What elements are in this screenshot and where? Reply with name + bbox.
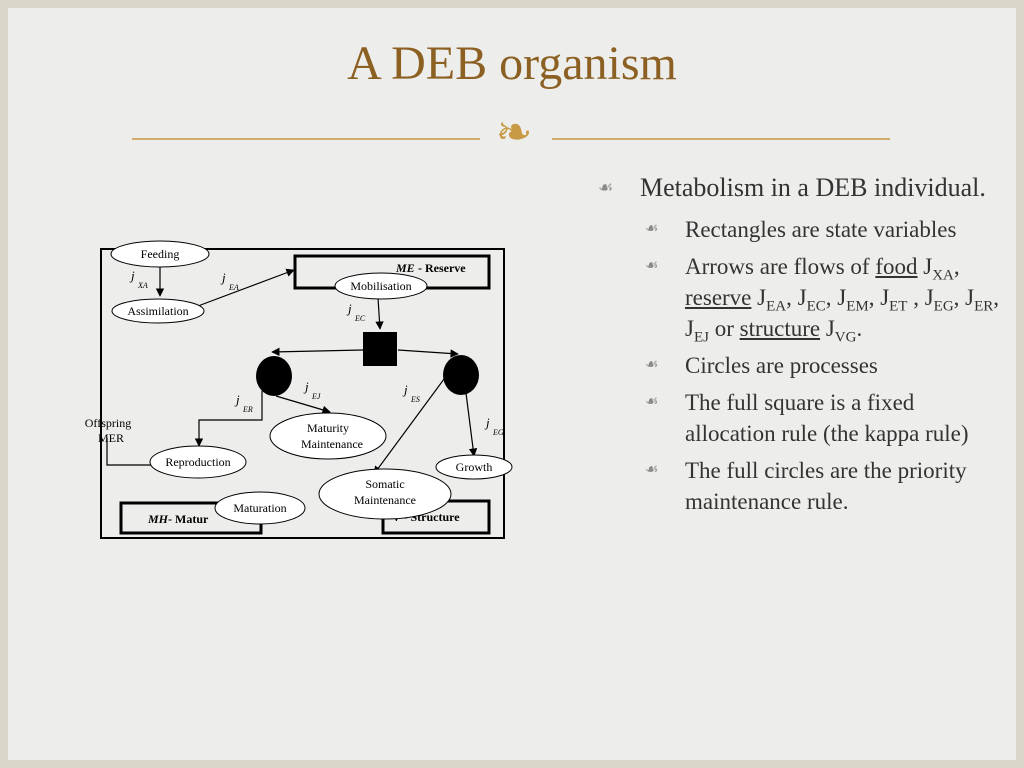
maturity-maintenance-node	[269, 412, 387, 460]
reproduction-node	[149, 445, 247, 479]
maturity-var: MH	[147, 512, 169, 526]
bullet-marker-icon: ☙	[645, 462, 659, 478]
svg-text:j: j	[220, 270, 226, 285]
reserve-var: ME	[395, 261, 415, 275]
offspring-label: Offspring	[85, 416, 131, 430]
somatic-maintenance-node	[318, 468, 452, 520]
svg-text:Maturity: Maturity	[307, 421, 349, 435]
flow-xa: XA	[137, 281, 148, 290]
svg-text:Mobilisation: Mobilisation	[350, 279, 411, 293]
maturity-priority-circle	[256, 356, 292, 396]
svg-text:Maturation: Maturation	[233, 501, 286, 515]
title-rule-left	[132, 138, 480, 140]
svg-text:j: j	[303, 379, 309, 394]
kappa-rule-square	[363, 332, 397, 366]
growth-node	[435, 454, 513, 480]
svg-text:j: j	[129, 268, 135, 283]
bullet-main: ☙ Metabolism in a DEB individual.	[598, 173, 986, 202]
slide-title: A DEB organism	[347, 37, 677, 90]
bullet-marker-icon: ☙	[645, 221, 659, 237]
bullet-arrows: ☙ Arrows are flows of food JXA, reserve …	[598, 251, 1008, 345]
svg-text:j: j	[346, 301, 352, 316]
svg-text:Reproduction: Reproduction	[165, 455, 230, 469]
bullet-marker-icon: ☙	[598, 178, 614, 197]
svg-text:j: j	[484, 415, 490, 430]
svg-text:Maintenance: Maintenance	[301, 437, 363, 451]
maturation-node	[214, 491, 306, 525]
mobilisation-node	[334, 272, 428, 300]
organism-box	[100, 248, 505, 539]
svg-text:j: j	[234, 392, 240, 407]
bullet-circles: ☙ Circles are processes	[598, 350, 1008, 381]
flow-er: ER	[242, 405, 253, 414]
flow-ea: EA	[228, 283, 239, 292]
svg-text:Growth: Growth	[456, 460, 493, 474]
svg-text:Somatic: Somatic	[365, 477, 404, 491]
bullet-marker-icon: ☙	[645, 357, 659, 373]
flow-ej: EJ	[311, 392, 321, 401]
slide	[8, 8, 1016, 760]
bullet-marker-icon: ☙	[645, 394, 659, 410]
flow-eg: EG	[492, 428, 504, 437]
deb-diagram: ME - Reserve MH - Matur V - Structure Fe…	[85, 240, 513, 539]
reserve-label: - Reserve	[418, 261, 466, 275]
svg-text:Feeding: Feeding	[141, 247, 180, 261]
feeding-node	[110, 240, 210, 268]
bullet-list: ☙ Metabolism in a DEB individual. ☙ Rect…	[598, 172, 1008, 523]
title-rule-right	[552, 138, 890, 140]
bullet-marker-icon: ☙	[645, 258, 659, 274]
somatic-priority-circle	[443, 355, 479, 395]
flow-es: ES	[410, 395, 420, 404]
bullet-square: ☙ The full square is a fixed allocation …	[598, 387, 1008, 449]
bullet-full-circles: ☙ The full circles are the priority main…	[598, 455, 1008, 517]
svg-text:j: j	[402, 382, 408, 397]
svg-text:Assimilation: Assimilation	[127, 304, 188, 318]
offspring-mer: MER	[98, 431, 124, 445]
ornament-icon: ❧	[495, 108, 533, 157]
flow-ec: EC	[354, 314, 366, 323]
svg-text:Maintenance: Maintenance	[354, 493, 416, 507]
assimilation-node	[111, 298, 205, 324]
bullet-rectangles: ☙ Rectangles are state variables	[598, 214, 1008, 245]
maturity-label: - Matur	[168, 512, 209, 526]
